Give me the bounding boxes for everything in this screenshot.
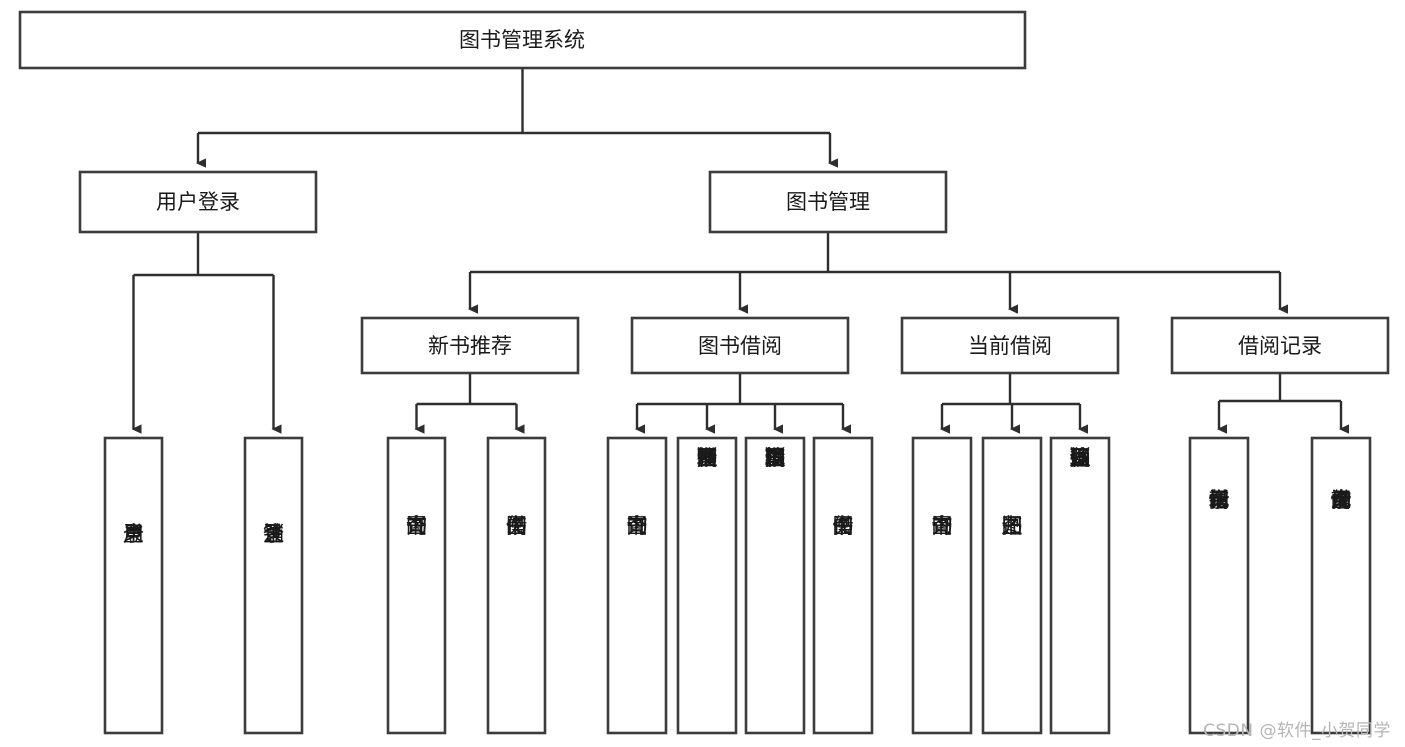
node-leaf-return-book-label: 归还图书 (1002, 514, 1023, 538)
node-leaf-query-book-borrow-box[interactable] (606, 436, 668, 735)
node-leaf-query-book-recommend-box[interactable] (386, 436, 447, 735)
node-leaf-logout-login[interactable]: 注销登录 (243, 436, 304, 735)
node-book-borrow[interactable]: 图书借阅 (630, 316, 850, 375)
node-leaf-query-borrow-record-label: 查询借阅记录 (1331, 488, 1352, 512)
node-leaf-add-borrow-record[interactable]: 新增借阅记录 (1188, 436, 1250, 735)
node-book-borrow-box[interactable] (630, 316, 850, 375)
edge-layer (131, 68, 1349, 434)
node-leaf-add-book-admin[interactable]: 新增图书（管理员） (676, 436, 738, 735)
node-leaf-borrow-book-recommend-label: 借阅图书 (506, 514, 527, 538)
node-leaf-query-borrow-record[interactable]: 查询借阅记录 (1310, 436, 1372, 735)
node-book-manage-box[interactable] (708, 170, 948, 234)
node-book-manage[interactable]: 图书管理 (708, 170, 948, 234)
node-book-manage-label: 图书管理 (786, 190, 870, 214)
node-leaf-user-login-box[interactable] (103, 436, 164, 735)
node-leaf-confirm-return-admin[interactable]: 确认归还（管理员） (1049, 436, 1111, 735)
node-user-login-label: 用户登录 (156, 190, 240, 214)
node-leaf-confirm-return-admin-label: 确认归还（管理员） (1070, 446, 1091, 470)
node-user-login-box[interactable] (78, 170, 318, 234)
node-leaf-query-book-current-box[interactable] (911, 436, 973, 735)
node-leaf-query-book-recommend[interactable]: 查询图书 (386, 436, 447, 735)
node-leaf-borrow-book-label: 借阅图书 (833, 514, 854, 538)
node-layer: 图书管理系统 用户登录 图书管理 新书推荐 图书借阅 (18, 10, 1390, 735)
node-leaf-user-login[interactable]: 用户登录 (103, 436, 164, 735)
node-leaf-return-book[interactable]: 归还图书 (981, 436, 1043, 735)
node-user-login[interactable]: 用户登录 (78, 170, 318, 234)
node-new-book-recommend[interactable]: 新书推荐 (360, 316, 580, 375)
node-leaf-logout-login-label: 注销登录 (263, 522, 284, 546)
node-leaf-query-book-borrow-label: 查询图书 (627, 514, 648, 538)
node-leaf-add-book-admin-box[interactable] (676, 436, 738, 735)
node-new-book-recommend-label: 新书推荐 (428, 334, 512, 358)
node-leaf-edit-book-admin-box[interactable] (744, 436, 806, 735)
node-leaf-add-book-admin-label: 新增图书（管理员） (697, 446, 718, 470)
node-leaf-borrow-book-recommend[interactable]: 借阅图书 (486, 436, 547, 735)
node-book-borrow-label: 图书借阅 (698, 334, 782, 358)
node-leaf-borrow-book-box[interactable] (812, 436, 874, 735)
node-leaf-borrow-book-recommend-box[interactable] (486, 436, 547, 735)
node-leaf-confirm-return-admin-box[interactable] (1049, 436, 1111, 735)
node-leaf-user-login-label: 用户登录 (123, 522, 144, 546)
node-leaf-borrow-book[interactable]: 借阅图书 (812, 436, 874, 735)
node-leaf-query-book-borrow[interactable]: 查询图书 (606, 436, 668, 735)
node-leaf-add-borrow-record-label: 新增借阅记录 (1209, 488, 1230, 512)
node-current-borrow[interactable]: 当前借阅 (900, 316, 1120, 375)
csdn-watermark: CSDN @软件_小贺同学 (1203, 721, 1391, 741)
node-root-label: 图书管理系统 (459, 28, 585, 52)
node-root[interactable]: 图书管理系统 (18, 10, 1027, 70)
node-leaf-add-borrow-record-box[interactable] (1188, 436, 1250, 735)
node-borrow-record[interactable]: 借阅记录 (1170, 316, 1390, 375)
node-leaf-edit-book-admin-label: 编辑图书（管理员） (765, 446, 786, 470)
node-leaf-query-book-current-label: 查询图书 (932, 514, 953, 538)
node-leaf-query-book-current[interactable]: 查询图书 (911, 436, 973, 735)
node-borrow-record-box[interactable] (1170, 316, 1390, 375)
node-current-borrow-label: 当前借阅 (968, 334, 1052, 358)
node-new-book-recommend-box[interactable] (360, 316, 580, 375)
node-leaf-query-borrow-record-box[interactable] (1310, 436, 1372, 735)
node-leaf-logout-login-box[interactable] (243, 436, 304, 735)
node-root-box[interactable] (18, 10, 1027, 70)
node-leaf-return-book-box[interactable] (981, 436, 1043, 735)
node-leaf-query-book-recommend-label: 查询图书 (406, 514, 427, 538)
node-leaf-edit-book-admin[interactable]: 编辑图书（管理员） (744, 436, 806, 735)
node-current-borrow-box[interactable] (900, 316, 1120, 375)
node-borrow-record-label: 借阅记录 (1238, 334, 1322, 358)
